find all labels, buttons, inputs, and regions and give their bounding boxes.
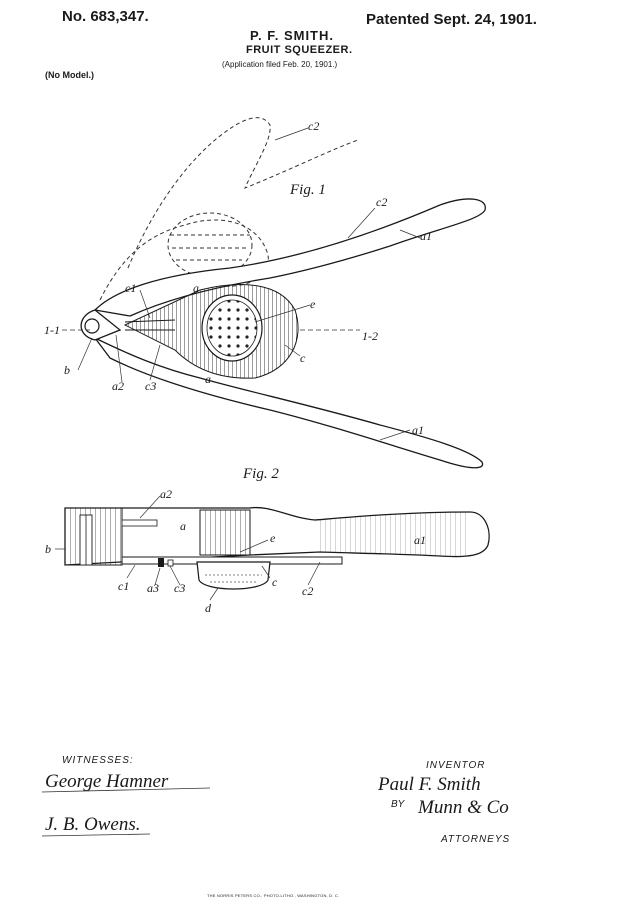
patent-date: Patented Sept. 24, 1901. — [366, 11, 537, 28]
ref-b: b — [64, 363, 70, 377]
ref-c-fig2: c — [272, 575, 278, 589]
ref-c2-fig2: c2 — [302, 584, 313, 598]
ref-section-right: 1-2 — [362, 329, 378, 343]
ref-a-bottom: a — [205, 372, 211, 386]
ref-e: e — [310, 297, 316, 311]
witness-2-signature: J. B. Owens. — [45, 814, 141, 835]
application-date: (Application filed Feb. 20, 1901.) — [222, 60, 338, 69]
by-label: BY — [391, 799, 405, 810]
ref-b-fig2: b — [45, 542, 51, 556]
model-note: (No Model.) — [45, 70, 94, 80]
inventor-label: INVENTOR — [426, 760, 486, 771]
ref-a1-bottom: a1 — [412, 423, 424, 437]
attorneys-label: ATTORNEYS — [441, 834, 511, 845]
handle-shading — [315, 512, 470, 556]
ref-a2-fig2: a2 — [160, 487, 172, 501]
ref-a1-top: a1 — [420, 229, 432, 243]
inventor-name: P. F. SMITH. — [250, 28, 334, 43]
pivot-block — [64, 507, 123, 566]
lower-handle — [94, 337, 484, 469]
printer-imprint: THE NORRIS PETERS CO., PHOTO-LITHO., WAS… — [207, 893, 340, 898]
figure-1-label: Fig. 1 — [289, 182, 326, 198]
ref-a2: a2 — [112, 379, 124, 393]
ref-c3: c3 — [145, 379, 156, 393]
ref-d-fig2: d — [205, 601, 212, 615]
ref-a-fig2: a — [180, 519, 186, 533]
ref-c2-handle: c2 — [376, 195, 387, 209]
cup-side — [199, 509, 251, 556]
attorney-signature: Munn & Co — [417, 797, 509, 818]
ref-a3-fig2: a3 — [147, 581, 159, 595]
ref-c3-fig2: c3 — [174, 581, 185, 595]
ref-c: c — [300, 351, 306, 365]
upper-handle — [93, 198, 486, 317]
witnesses-label: WITNESSES: — [62, 755, 134, 766]
patent-number: No. 683,347. — [62, 8, 149, 25]
ref-a-top: a — [193, 281, 199, 295]
ref-a1-fig2: a1 — [414, 533, 426, 547]
ref-c1: c1 — [125, 281, 136, 295]
patent-title: FRUIT SQUEEZER. — [246, 44, 353, 56]
ref-e-fig2: e — [270, 531, 276, 545]
figure-2-label: Fig. 2 — [242, 466, 279, 482]
ref-section-left: 1-1 — [44, 323, 60, 337]
ref-c2-top: c2 — [308, 119, 319, 133]
ref-c1-fig2: c1 — [118, 579, 129, 593]
inventor-signature: Paul F. Smith — [377, 774, 481, 795]
witness-1-signature: George Hamner — [45, 771, 169, 792]
